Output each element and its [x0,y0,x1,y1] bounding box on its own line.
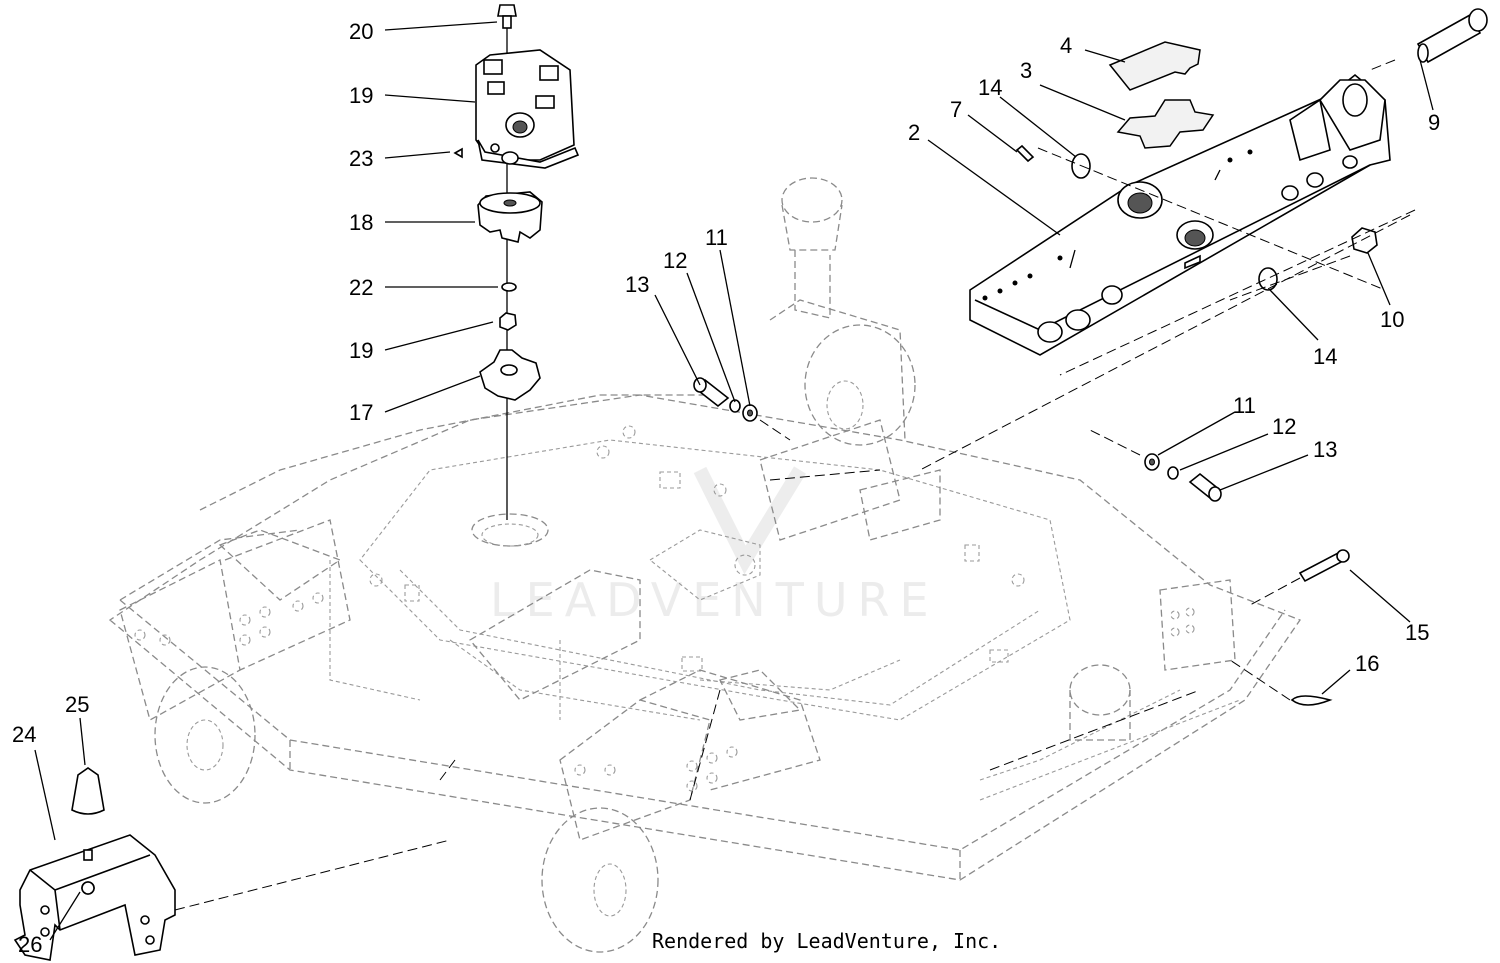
gearbox-stack [453,4,580,520]
callout-13-upper: 13 [625,272,649,297]
watermark-text: LEADVENTURE [490,573,939,627]
callout-19-housing: 19 [349,83,373,108]
callout-12-upper: 12 [663,248,687,273]
callout-labels: 20 19 23 18 22 19 17 13 12 11 4 3 14 7 2… [12,19,1440,957]
callout-11-right: 11 [1233,393,1256,418]
callout-11-upper: 11 [705,225,728,250]
right-front-caster [541,669,821,953]
hairpin-line [1229,659,1291,701]
callout-20: 20 [349,19,373,44]
callout-23: 23 [349,146,373,171]
callout-26: 26 [18,932,42,957]
mower-deck-outline [108,394,1302,881]
callout-14-upper: 14 [978,75,1002,100]
arm-assembly-lines [919,59,1416,471]
callout-17: 17 [349,400,373,425]
hardware-upper-11-12-13 [693,377,791,441]
callout-15: 15 [1405,620,1429,645]
callout-7: 7 [950,97,962,122]
callout-25: 25 [65,692,89,717]
rear-caster-wheel [769,177,916,446]
callout-14-lower: 14 [1313,344,1337,369]
assembly-lines [174,469,1201,911]
callout-18: 18 [349,210,373,235]
leader-lines [34,21,1434,941]
callout-10: 10 [1380,307,1404,332]
deck-roller [1069,579,1236,741]
pin-part-7 [1015,144,1035,163]
callout-24: 24 [12,722,36,747]
hardware-right-11-12-13 [1089,429,1222,502]
callout-4: 4 [1060,33,1072,58]
plate-part-4 [1108,41,1201,91]
callout-13-right: 13 [1313,437,1337,462]
callout-2: 2 [908,120,920,145]
watermark-logo [693,466,806,575]
pin-part-15 [1249,549,1350,606]
callout-9: 9 [1428,110,1440,135]
snap-ring-part-14-bottom [1258,267,1278,291]
nut-part-10 [1351,227,1378,254]
callout-12-right: 12 [1272,414,1296,439]
bracket-part-24 [13,834,176,961]
cap-part-25 [71,767,105,815]
left-front-caster [119,519,351,804]
callout-3: 3 [1020,58,1032,83]
nut-part-26 [81,881,95,895]
plate-part-3 [1116,99,1215,149]
hairpin-part-16 [1290,695,1333,706]
callout-22: 22 [349,275,373,300]
bolt-part-9 [1416,8,1488,64]
lift-arm-part-2 [969,73,1391,356]
callout-16: 16 [1355,651,1379,676]
render-credit: Rendered by LeadVenture, Inc. [652,929,1001,953]
callout-19-nut: 19 [349,338,373,363]
